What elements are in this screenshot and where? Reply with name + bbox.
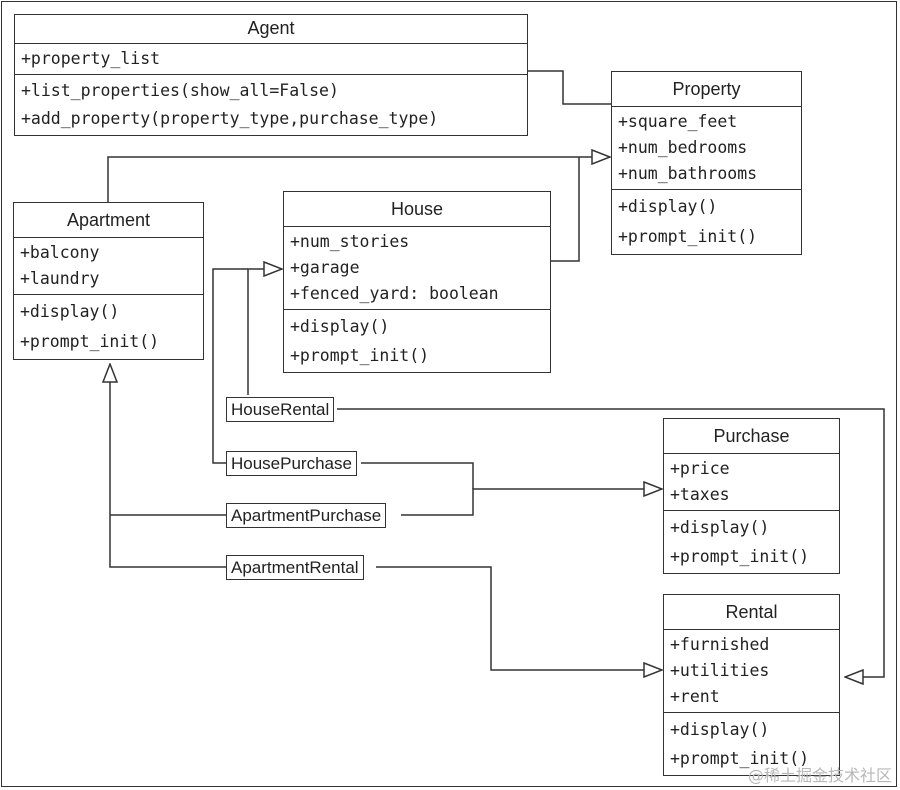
- property-method: +prompt_init(): [618, 227, 758, 246]
- apartment-class-box: Apartment +balcony +laundry +display() +…: [13, 202, 204, 360]
- apartmentrental-rental-generalization: [376, 566, 662, 670]
- apartment-method: +prompt_init(): [20, 332, 160, 351]
- watermark-text: @稀土掘金技术社区: [747, 766, 892, 785]
- apartment-method: +display(): [20, 302, 120, 321]
- rental-attributes: +furnished +utilities +rent: [664, 630, 839, 712]
- purchase-attribute: +taxes: [670, 485, 730, 504]
- house-class-name: House: [284, 192, 550, 227]
- apartmentrental-class-label: ApartmentRental: [226, 555, 364, 580]
- rental-methods: +display() +prompt_init(): [664, 712, 839, 775]
- property-attribute: +num_bathrooms: [618, 164, 758, 183]
- property-class-name: Property: [612, 72, 801, 107]
- house-method: +prompt_init(): [290, 346, 430, 365]
- rental-attribute: +rent: [670, 687, 720, 706]
- housepurchase-purchase-generalization: [361, 462, 474, 489]
- rental-method: +display(): [670, 720, 770, 739]
- property-attribute: +square_feet: [618, 112, 738, 131]
- house-attribute: +fenced_yard: boolean: [290, 284, 499, 303]
- rental-class-box: Rental +furnished +utilities +rent +disp…: [663, 594, 840, 776]
- purchase-attribute: +price: [670, 459, 730, 478]
- apartment-attribute: +balcony: [20, 243, 100, 262]
- agent-methods: +list_properties(show_all=False) +add_pr…: [15, 74, 527, 135]
- rental-method: +prompt_init(): [670, 749, 810, 768]
- property-class-box: Property +square_feet +num_bedrooms +num…: [611, 71, 802, 255]
- apartmentpurchase-purchase-generalization: [401, 489, 662, 516]
- rental-attribute: +furnished: [670, 635, 770, 654]
- apartmentpurchase-class-label: ApartmentPurchase: [226, 503, 387, 528]
- housepurchase-house-generalization: [212, 268, 248, 464]
- agent-method: +list_properties(show_all=False): [21, 81, 339, 100]
- apartment-attributes: +balcony +laundry: [14, 238, 203, 294]
- house-attribute: +num_stories: [290, 232, 410, 251]
- house-property-generalization: [551, 157, 580, 262]
- houserental-rental-generalization: [337, 408, 885, 677]
- agent-method: +add_property(property_type,purchase_typ…: [21, 109, 439, 128]
- apartmentrental-apartment-generalization: [110, 364, 226, 568]
- agent-class-box: Agent +property_list +list_properties(sh…: [14, 14, 528, 136]
- agent-attribute: +property_list: [21, 49, 161, 68]
- agent-property-association: [527, 70, 612, 105]
- property-method: +display(): [618, 197, 718, 216]
- house-methods: +display() +prompt_init(): [284, 309, 550, 372]
- rental-class-name: Rental: [664, 595, 839, 630]
- house-method: +display(): [290, 317, 390, 336]
- house-attribute: +garage: [290, 258, 360, 277]
- agent-class-name: Agent: [15, 15, 527, 44]
- purchase-attributes: +price +taxes: [664, 454, 839, 510]
- purchase-method: +display(): [670, 518, 770, 537]
- houserental-house-generalization: [247, 269, 282, 395]
- rental-attribute: +utilities: [670, 661, 770, 680]
- apartment-attribute: +laundry: [20, 269, 100, 288]
- apartment-methods: +display() +prompt_init(): [14, 294, 203, 359]
- apartment-class-name: Apartment: [14, 203, 203, 238]
- house-attributes: +num_stories +garage +fenced_yard: boole…: [284, 227, 550, 309]
- house-class-box: House +num_stories +garage +fenced_yard:…: [283, 191, 551, 373]
- agent-attributes: +property_list: [15, 44, 527, 74]
- property-attribute: +num_bedrooms: [618, 138, 748, 157]
- apartment-property-generalization: [107, 157, 610, 202]
- housepurchase-class-label: HousePurchase: [226, 451, 357, 476]
- purchase-class-name: Purchase: [664, 419, 839, 454]
- property-methods: +display() +prompt_init(): [612, 189, 801, 254]
- purchase-class-box: Purchase +price +taxes +display() +promp…: [663, 418, 840, 574]
- houserental-class-label: HouseRental: [226, 397, 335, 422]
- purchase-methods: +display() +prompt_init(): [664, 510, 839, 573]
- purchase-method: +prompt_init(): [670, 547, 810, 566]
- property-attributes: +square_feet +num_bedrooms +num_bathroom…: [612, 107, 801, 189]
